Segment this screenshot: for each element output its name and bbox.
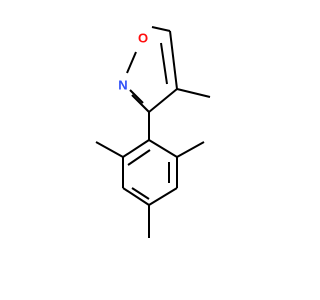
bond-ar6-methyl <box>176 141 205 158</box>
bond-ar6-ar1 <box>148 139 178 158</box>
bond-ar4-ar5 <box>148 187 178 206</box>
bond-ar1-ar2-double <box>127 149 151 166</box>
isoxazole-structure-diagram: O N <box>95 26 211 238</box>
bond-ar3-ar4 <box>122 187 150 206</box>
oxygen-atom-label: O <box>138 31 148 46</box>
bond-c4-methyl <box>176 88 211 98</box>
bond-ar2-methyl <box>95 141 124 158</box>
bond-c5-c4 <box>169 30 178 90</box>
bond-c4-c3 <box>148 88 178 113</box>
bond-o1-c5 <box>151 26 171 32</box>
bond-c3-n2 <box>131 94 150 113</box>
bond-ar1-ar2 <box>122 139 150 158</box>
bond-c3-n2-double <box>129 89 144 104</box>
bond-n2-o1 <box>126 51 137 74</box>
bond-c5-c4-double <box>160 42 168 85</box>
nitrogen-atom-label: N <box>118 78 127 93</box>
bond-ar3-ar4-double <box>131 187 150 200</box>
